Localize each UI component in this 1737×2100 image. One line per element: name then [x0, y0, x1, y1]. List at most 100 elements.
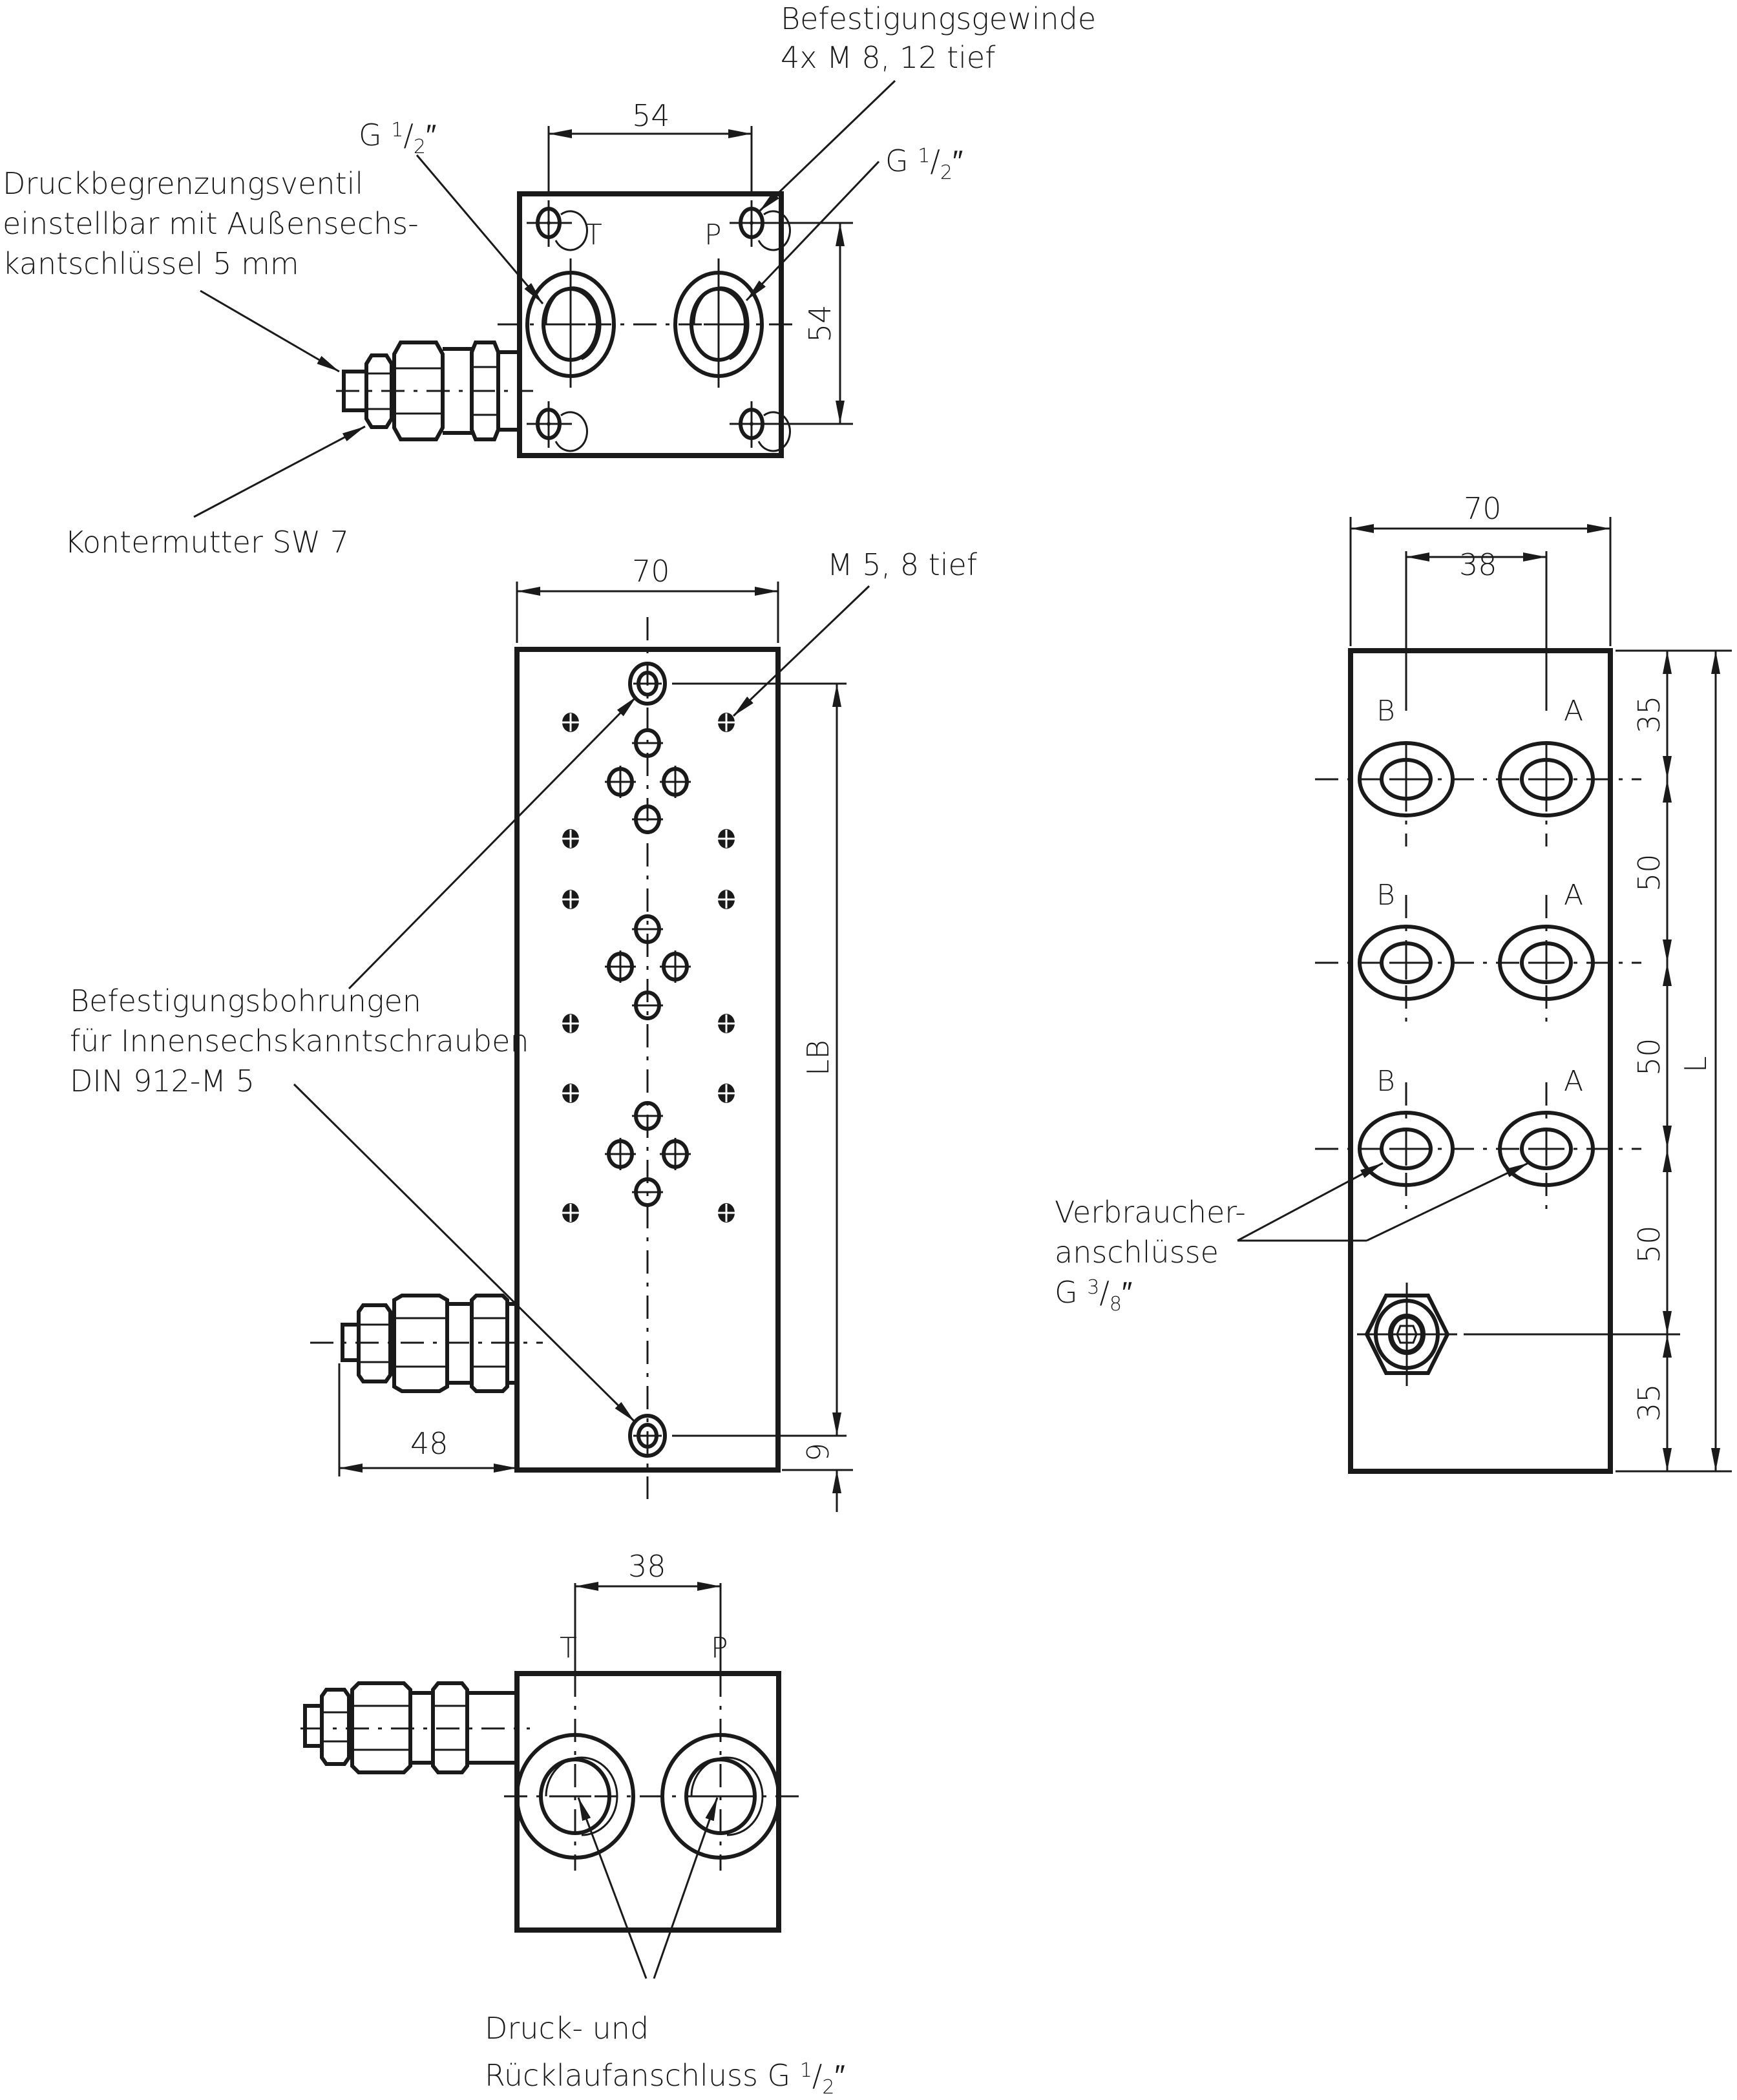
side-view: B A B A B A [1055, 491, 1732, 1474]
callout-text: Kontermutter SW 7 [65, 525, 349, 560]
dimension-offset-9: 9 [782, 1396, 853, 1512]
port-p-bottom [660, 1674, 781, 1871]
consumer-port-row: B A [1315, 1065, 1641, 1215]
valve-port-group [605, 728, 691, 834]
dimension-port-spacing-38: 38 [574, 1549, 722, 1674]
dim-label: 54 [803, 304, 837, 342]
callout-text: Rücklaufanschluss G 1/2″ [485, 2058, 845, 2099]
mounting-thread-hole [730, 200, 791, 251]
m5-holes [561, 713, 736, 1223]
callout-locknut: Kontermutter SW 7 [65, 425, 366, 560]
mounting-thread-hole [527, 200, 588, 251]
callout-text: Druck- und [485, 2011, 649, 2046]
dimension-height-54: 54 [769, 222, 853, 425]
m5-hole [717, 713, 736, 732]
callout-text: einstellbar mit Außensechs- [3, 206, 419, 241]
port-label-a: A [1564, 1065, 1583, 1098]
callout-text: M 5, 8 tief [827, 547, 978, 582]
port-label-a: A [1564, 879, 1583, 912]
m5-hole [561, 1084, 580, 1103]
dim-label: L [1678, 1056, 1713, 1073]
dimension-chain: 35 50 50 50 35 L [1616, 649, 1732, 1473]
dim-label: 38 [1459, 547, 1497, 582]
dim-label: 54 [632, 98, 670, 133]
mounting-thread-holes [527, 200, 791, 452]
dimension-port-spacing-38: 38 [1405, 547, 1548, 711]
mounting-bore-bottom [628, 1414, 847, 1458]
dim-label: 70 [1464, 491, 1502, 526]
dim-label: LB [801, 1040, 836, 1076]
port-label-a: A [1564, 695, 1583, 728]
dimension-width-70: 70 [516, 554, 779, 643]
m5-hole [717, 829, 736, 848]
valve-port-group [605, 1101, 691, 1207]
port-label-p: P [711, 1632, 728, 1664]
port-label-t: T [585, 218, 602, 251]
mounting-thread-hole [527, 401, 588, 452]
bottom-view: T P 38 Druck- und Rücklaufanschluss G 1/… [300, 1549, 845, 2099]
callout-text: G 1/2″ [359, 118, 436, 158]
consumer-port-row: B A [1315, 879, 1641, 1031]
callout-text: kantschlüssel 5 mm [3, 246, 299, 281]
callout-text: G 1/2″ [885, 143, 963, 184]
relief-valve-side [310, 1294, 543, 1393]
bottom-view-block [514, 1671, 781, 1933]
m5-hole [561, 890, 580, 909]
m5-hole [717, 1084, 736, 1103]
mounting-bore-top [628, 662, 847, 706]
dimension-width-54: 54 [547, 98, 753, 194]
callout-mounting-thread: Befestigungsgewinde 4x M 8, 12 tief [758, 1, 1096, 213]
valve-port-patterns [605, 728, 691, 1207]
callout-text: für Innensechskanntschrauben [70, 1024, 529, 1058]
callout-g-half-right: G 1/2″ [745, 143, 963, 302]
dimension-length-lb: LB [801, 684, 841, 1436]
dim-label: 48 [410, 1426, 448, 1461]
port-label-p: P [704, 218, 722, 251]
port-label-b: B [1376, 879, 1395, 912]
dimension-valve-48: 48 [338, 1363, 517, 1476]
port-t-bottom [515, 1674, 635, 1871]
dim-label: 50 [1632, 854, 1667, 892]
dim-label: 35 [1632, 1383, 1667, 1422]
callout-text: G 3/8″ [1055, 1275, 1132, 1316]
valve-port-group [605, 914, 691, 1020]
m5-hole [561, 829, 580, 848]
consumer-port-row: B A [1315, 695, 1641, 846]
port-label-b: B [1376, 695, 1395, 728]
callout-mounting-holes: Befestigungsbohrungen für Innensechskann… [70, 695, 638, 1423]
dim-label: 35 [1632, 695, 1667, 733]
relief-valve [336, 341, 533, 441]
callout-g-half-left: G 1/2″ [359, 118, 544, 304]
dim-label: 9 [801, 1443, 836, 1462]
callout-text: Druckbegrenzungsventil [3, 166, 363, 201]
m5-hole [561, 1203, 580, 1223]
dim-label: 70 [632, 554, 670, 589]
callout-text: Befestigungsbohrungen [70, 983, 421, 1018]
m5-hole [717, 1203, 736, 1223]
callout-text: Verbraucher- [1055, 1195, 1246, 1230]
callout-text: DIN 912-M 5 [70, 1064, 255, 1098]
port-label-t: T [560, 1632, 577, 1664]
callout-text: anschlüsse [1055, 1235, 1219, 1270]
callout-text: 4x M 8, 12 tief [781, 40, 996, 75]
port-label-b: B [1376, 1065, 1395, 1098]
relief-valve-end [1357, 1283, 1680, 1386]
callout-supply-return: Druck- und Rücklaufanschluss G 1/2″ [485, 1797, 845, 2099]
mounting-thread-hole [730, 401, 791, 452]
front-view: 70 LB 9 48 M 5, 8 tief Befestigungsbohru… [70, 547, 978, 1512]
dim-label: 50 [1632, 1038, 1667, 1076]
relief-valve-bottom [300, 1681, 530, 1774]
callout-m5: M 5, 8 tief [732, 547, 978, 717]
top-view: T P 54 54 [3, 1, 1096, 560]
dimension-width-70: 70 [1349, 491, 1612, 646]
port-p-large [673, 258, 764, 388]
port-t-large [525, 258, 616, 388]
m5-hole [561, 1014, 580, 1033]
callout-text: Befestigungsgewinde [781, 1, 1096, 36]
dim-label: 38 [628, 1549, 666, 1584]
dim-label: 50 [1632, 1225, 1667, 1263]
m5-hole [717, 1014, 736, 1033]
m5-hole [561, 713, 580, 732]
callout-consumer-ports: Verbraucher- anschlüsse G 3/8″ [1055, 1162, 1529, 1316]
